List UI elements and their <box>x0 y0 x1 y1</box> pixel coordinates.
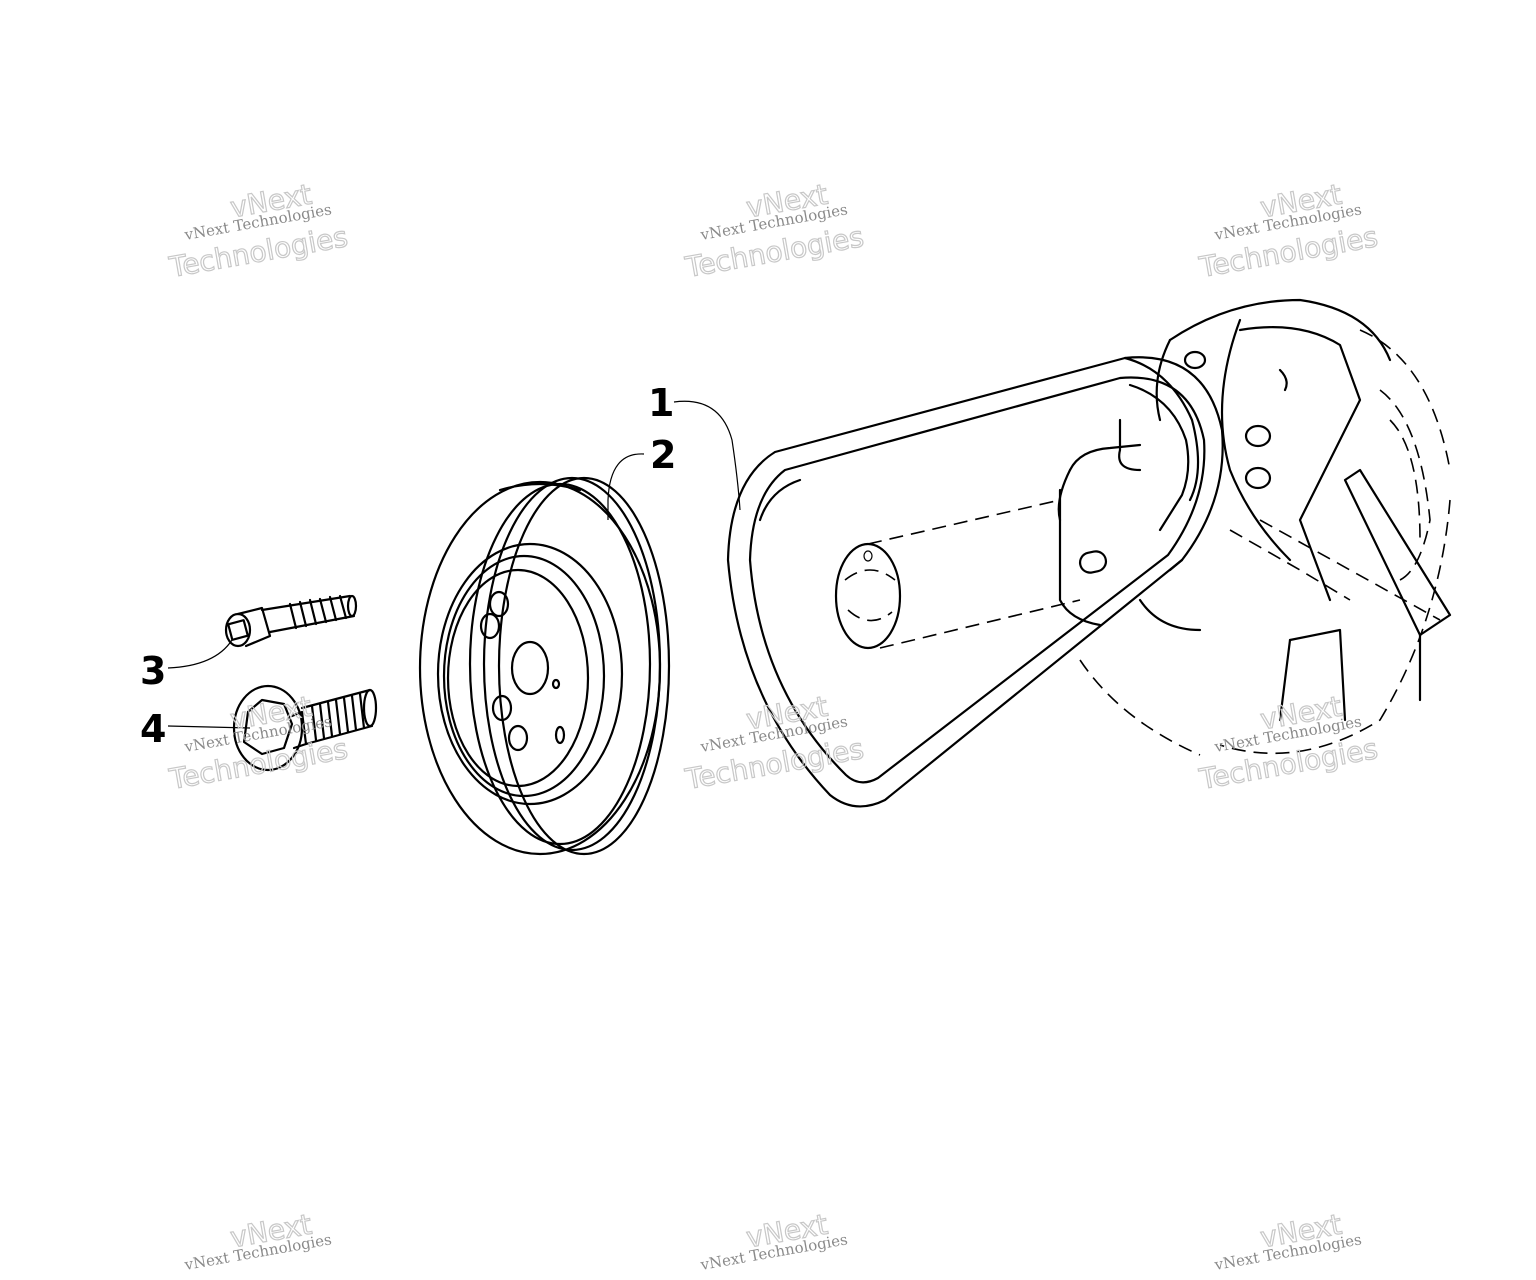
watermark-mid-center: vNext vNext Technologies Technologies <box>682 689 867 797</box>
crankshaft <box>834 418 1142 650</box>
callout-4: 4 <box>140 707 166 751</box>
engine-housing <box>1079 298 1452 756</box>
pulley <box>418 476 671 856</box>
socket-head-screw <box>224 594 358 648</box>
leader-line-1 <box>673 400 741 511</box>
watermark-bottom-left: vNext vNext Technologies <box>182 1207 333 1274</box>
flange-bolt <box>232 684 378 772</box>
watermark-bottom-right: vNext vNext Technologies <box>1212 1207 1363 1274</box>
leader-line-4 <box>167 725 251 729</box>
watermark-top-right: vNext vNext Technologies Technologies <box>1196 177 1381 285</box>
callout-3: 3 <box>140 649 166 693</box>
watermark-mid-right: vNext vNext Technologies Technologies <box>1196 689 1381 797</box>
callout-1: 1 <box>648 381 674 425</box>
leader-lines <box>167 400 741 729</box>
watermark-top-left: vNext vNext Technologies Technologies <box>166 177 351 285</box>
leader-line-3 <box>167 639 233 669</box>
watermark-top-center: vNext vNext Technologies Technologies <box>682 177 867 285</box>
leader-line-2 <box>607 453 645 520</box>
belt <box>726 356 1224 808</box>
watermark-mid-left: vNext vNext Technologies Technologies <box>166 689 351 797</box>
callout-2: 2 <box>650 433 676 477</box>
watermark-bottom-center: vNext vNext Technologies <box>698 1207 849 1274</box>
